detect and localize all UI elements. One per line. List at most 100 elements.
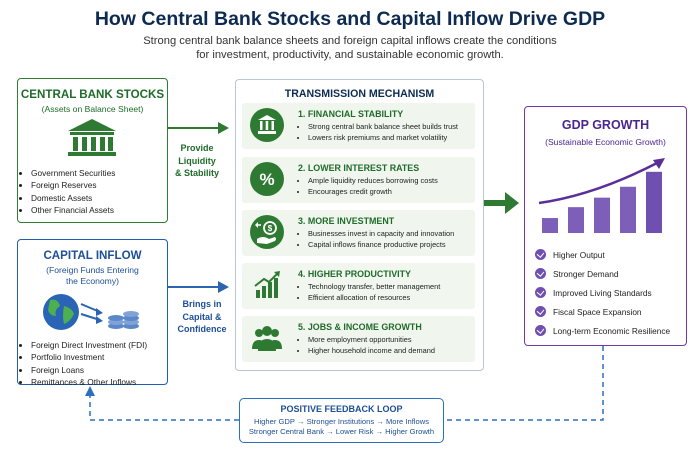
list-item: Portfolio Investment xyxy=(31,351,167,363)
step-title: 5. JOBS & INCOME GROWTH xyxy=(298,322,422,332)
central-bank-heading: CENTRAL BANK STOCKS xyxy=(20,88,165,101)
list-item: Fiscal Space Expansion xyxy=(535,302,686,321)
check-icon xyxy=(535,325,546,336)
label-provide-liquidity: Provide Liquidity & Stability xyxy=(174,142,220,180)
step-bullets: Ample liquidity reduces borrowing costs … xyxy=(298,176,438,197)
gdp-bar xyxy=(568,207,584,233)
step-lower-interest-rates: % 2. LOWER INTEREST RATES Ample liquidit… xyxy=(242,157,475,203)
central-bank-list: Government Securities Foreign Reserves D… xyxy=(18,167,167,216)
gdp-bar xyxy=(542,218,558,233)
gdp-bar xyxy=(646,171,662,233)
subtitle-line-1: Strong central bank balance sheets and f… xyxy=(143,35,557,47)
list-item: Other Financial Assets xyxy=(31,204,167,216)
list-item: Strong central bank balance sheet builds… xyxy=(308,122,458,133)
label-line: Confidence xyxy=(177,324,227,334)
sub-line: the Economy) xyxy=(65,276,120,286)
percent-icon: % xyxy=(250,162,284,196)
check-icon xyxy=(535,268,546,279)
list-item: Stronger Demand xyxy=(535,264,686,283)
label-line: Liquidity xyxy=(178,155,216,166)
label-line: Brings in xyxy=(182,299,222,309)
label-line: Capital & xyxy=(182,311,222,322)
list-item: Higher Output xyxy=(535,245,686,264)
gdp-bar xyxy=(620,186,636,233)
item-label: Long-term Economic Resilience xyxy=(553,325,671,336)
subtitle-line-2: for investment, productivity, and sustai… xyxy=(196,49,504,61)
list-item: Domestic Assets xyxy=(31,192,167,204)
list-item: Encourages credit growth xyxy=(308,187,438,198)
check-icon xyxy=(535,306,546,317)
list-item: Businesses invest in capacity and innova… xyxy=(308,229,454,240)
step-financial-stability: 1. FINANCIAL STABILITY Strong central ba… xyxy=(242,103,475,149)
list-item: Foreign Direct Investment (FDI) xyxy=(31,339,167,351)
feedback-line-1: Higher GDP → Stronger Institutions → Mor… xyxy=(253,417,429,426)
sub-line: (Foreign Funds Entering xyxy=(46,265,139,275)
list-item: Higher household income and demand xyxy=(308,346,435,357)
gdp-heading: GDP GROWTH xyxy=(561,118,650,132)
step-title: 1. FINANCIAL STABILITY xyxy=(298,109,404,119)
gdp-subheading: (Sustainable Economic Growth) xyxy=(545,137,666,147)
feedback-line-left xyxy=(89,393,239,421)
svg-text:$: $ xyxy=(268,224,273,233)
step-more-investment: $ 3. MORE INVESTMENT Businesses invest i… xyxy=(242,210,475,256)
feedback-line-right xyxy=(444,346,604,421)
label-brings-in-capital: Brings in Capital & Confidence xyxy=(174,298,230,336)
step-title: 4. HIGHER PRODUCTIVITY xyxy=(298,269,411,279)
step-bullets: Businesses invest in capacity and innova… xyxy=(298,229,454,250)
arrow-head-capital-inflow xyxy=(218,281,229,293)
step-title: 3. MORE INVESTMENT xyxy=(298,216,395,226)
list-item: Capital inflows finance productive proje… xyxy=(308,240,454,251)
list-item: Lowers risk premiums and market volatili… xyxy=(308,133,458,144)
gdp-bar xyxy=(594,197,610,233)
capital-inflow-heading: CAPITAL INFLOW xyxy=(43,249,142,262)
label-line: & Stability xyxy=(174,168,219,178)
growth-trend-arrow xyxy=(538,161,658,205)
item-label: Higher Output xyxy=(553,249,605,260)
list-item: Improved Living Standards xyxy=(535,283,686,302)
list-item: Foreign Loans xyxy=(31,364,167,376)
list-item: Technology transfer, better management xyxy=(308,282,440,293)
item-label: Fiscal Space Expansion xyxy=(553,306,642,317)
step-bullets: More employment opportunities Higher hou… xyxy=(298,335,435,356)
investment-icon: $ xyxy=(250,215,284,249)
list-item: More employment opportunities xyxy=(308,335,435,346)
label-line: Provide xyxy=(180,143,214,153)
positive-feedback-loop-box: POSITIVE FEEDBACK LOOP Higher GDP → Stro… xyxy=(239,398,444,443)
capital-inflow-list: Foreign Direct Investment (FDI) Portfoli… xyxy=(18,339,167,388)
bank-icon xyxy=(250,108,284,142)
growth-arrow-head xyxy=(653,158,665,169)
feedback-line-2: Stronger Central Bank → Lower Risk → Hig… xyxy=(248,427,435,436)
bank-building-icon xyxy=(68,119,116,156)
list-item: Ample liquidity reduces borrowing costs xyxy=(308,176,438,187)
feedback-heading: POSITIVE FEEDBACK LOOP xyxy=(280,404,403,414)
item-label: Improved Living Standards xyxy=(553,287,652,298)
item-label: Stronger Demand xyxy=(553,268,619,279)
step-higher-productivity: 4. HIGHER PRODUCTIVITY Technology transf… xyxy=(242,263,475,309)
step-jobs-income-growth: 5. JOBS & INCOME GROWTH More employment … xyxy=(242,316,475,362)
growth-chart-icon xyxy=(250,268,284,302)
transmission-heading: TRANSMISSION MECHANISM xyxy=(284,88,435,100)
check-icon xyxy=(535,287,546,298)
page-title: How Central Bank Stocks and Capital Infl… xyxy=(94,8,606,30)
list-item: Foreign Reserves xyxy=(31,179,167,191)
central-bank-subheading: (Assets on Balance Sheet) xyxy=(41,104,144,114)
gdp-benefits-list: Higher Output Stronger Demand Improved L… xyxy=(525,245,686,340)
gdp-bar-chart-icon xyxy=(538,158,665,233)
globe-coins-icon xyxy=(43,294,139,330)
check-icon xyxy=(535,249,546,260)
capital-inflow-box: CAPITAL INFLOW (Foreign Funds Entering t… xyxy=(17,239,168,388)
step-bullets: Strong central bank balance sheet builds… xyxy=(298,122,458,143)
feedback-arrow-head xyxy=(85,386,95,396)
step-bullets: Technology transfer, better management E… xyxy=(298,282,440,303)
list-item: Long-term Economic Resilience xyxy=(535,321,686,340)
people-icon xyxy=(250,321,284,355)
list-item: Government Securities xyxy=(31,167,167,179)
page-subtitle: Strong central bank balance sheets and f… xyxy=(0,34,700,62)
list-item: Efficient allocation of resources xyxy=(308,293,440,304)
capital-inflow-subheading: (Foreign Funds Entering the Economy) xyxy=(18,265,167,287)
step-title: 2. LOWER INTEREST RATES xyxy=(298,163,420,173)
arrow-head-central-bank xyxy=(218,122,229,134)
arrow-head-gdp xyxy=(505,192,519,214)
gdp-growth-box: GDP GROWTH (Sustainable Economic Growth)… xyxy=(524,106,687,346)
